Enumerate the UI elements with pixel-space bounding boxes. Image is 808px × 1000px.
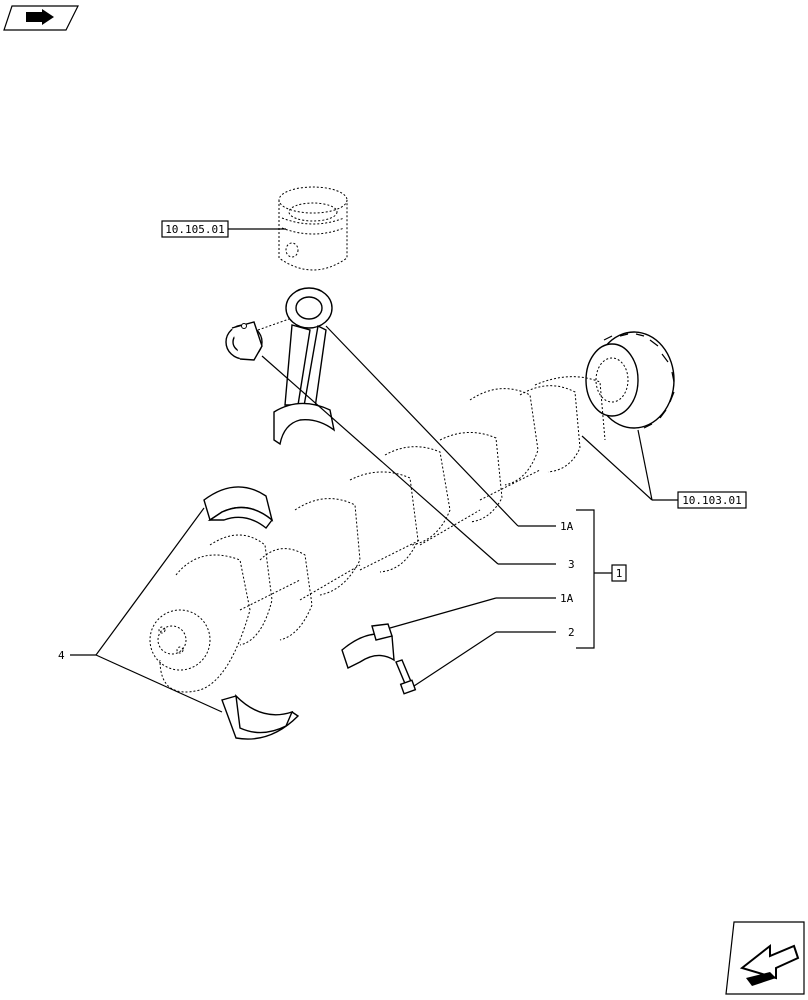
callout-1a-top: 1A [560,520,574,533]
ref-box-piston[interactable]: 10.105.01 [161,220,229,238]
callout-1a-bottom: 1A [560,592,574,605]
cap-bolt [395,659,417,695]
small-end-bushing [225,321,263,361]
ref-box-gear[interactable]: 10.103.01 [677,491,747,509]
book-arrow-icon[interactable] [3,5,79,31]
main-bearing-upper [203,486,274,529]
ref-box-group[interactable]: 1 [611,564,627,582]
crankshaft-ghost [149,376,606,693]
big-end-cap [341,623,395,669]
crankshaft-gear [585,331,675,429]
callout-3: 3 [568,558,575,571]
ref-label-group: 1 [616,567,623,580]
leader-lines [70,228,678,713]
piston-ghost [278,186,348,271]
next-page-arrow-icon[interactable] [725,921,805,995]
ref-label-piston: 10.105.01 [165,223,225,236]
callout-2: 2 [568,626,575,639]
callout-4: 4 [58,649,65,662]
main-bearing-lower [221,694,300,740]
connecting-rod [257,287,336,446]
ref-label-gear: 10.103.01 [682,494,742,507]
